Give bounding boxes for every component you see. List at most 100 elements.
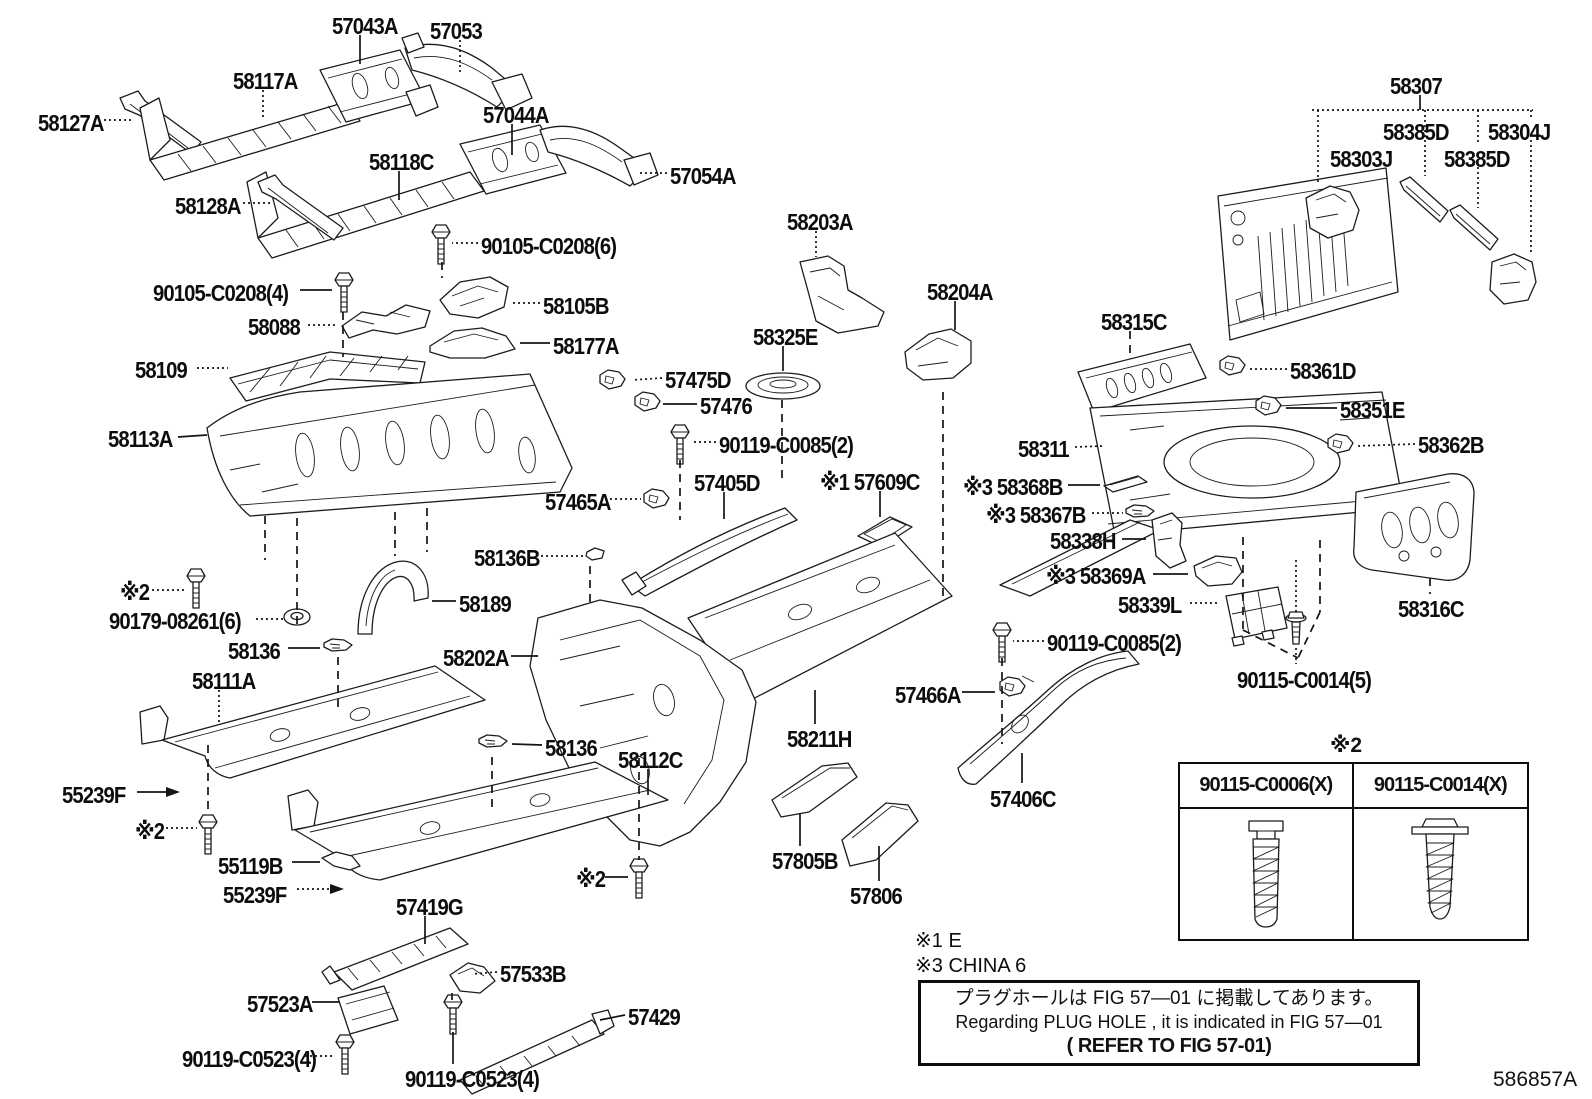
part-58204A-art — [904, 328, 972, 381]
leader-line — [511, 743, 543, 746]
leader-line — [177, 434, 208, 438]
part-label-58385D-51: 58385D — [1383, 119, 1450, 145]
screw-c0006-icon — [1248, 820, 1284, 928]
part-58105B-art — [439, 276, 509, 319]
part-label-358369A-63: ※3 58369A — [1046, 563, 1146, 589]
part-label-58113A-16: 58113A — [108, 426, 173, 452]
part-58136-upper-art — [323, 638, 353, 652]
part-label-58325E-19: 58325E — [753, 324, 818, 350]
part-label-57429-47: 57429 — [628, 1004, 681, 1030]
part-57523A-art — [337, 985, 399, 1035]
part-label-90119C05234-48: 90119-C0523(4) — [182, 1046, 317, 1072]
part-label-90119C00852-39: 90119-C0085(2) — [1047, 630, 1182, 656]
info-line-refer: ( REFER TO FIG 57-01) — [1066, 1034, 1272, 1057]
part-57406C-art — [957, 650, 1140, 785]
bolt-icon — [670, 424, 690, 465]
info-line-jp: プラグホールは FIG 57—01 に掲載してあります。 — [954, 988, 1384, 1010]
part-58136B-art — [585, 547, 605, 561]
part-58369A-art — [1193, 555, 1243, 587]
part-label-58211H-37: 58211H — [787, 726, 852, 752]
part-label-57476-15: 57476 — [700, 393, 753, 419]
part-58339L-art — [1225, 586, 1288, 647]
part-label-58112C-36: 58112C — [618, 747, 683, 773]
part-58211H-art — [687, 532, 953, 704]
part-label-55239F-34: 55239F — [223, 882, 287, 908]
part-label-58136-35: 58136 — [545, 735, 598, 761]
leader-line — [1242, 629, 1299, 659]
part-58338H-art — [1151, 512, 1187, 569]
part-label-57805B-41: 57805B — [772, 848, 839, 874]
fastener-table: 90115-C0006(X) 90115-C0014(X) — [1178, 762, 1529, 941]
part-label-58127A-3: 58127A — [38, 110, 105, 136]
part-58311-art — [999, 391, 1405, 597]
fastener-screw-2 — [1354, 809, 1528, 939]
part-58307-art — [1217, 167, 1399, 341]
part-57054A-art — [539, 125, 659, 187]
fastener-screw-1 — [1180, 809, 1354, 939]
part-label-2-32: ※2 — [135, 818, 165, 844]
part-58203A-art — [799, 255, 885, 334]
part-57405D-art — [621, 507, 798, 597]
part-57053-art — [401, 32, 533, 111]
leader-line — [631, 377, 663, 381]
part-57806-art — [841, 802, 919, 867]
part-label-58316C-65: 58316C — [1398, 596, 1465, 622]
part-58111A-art — [139, 665, 486, 779]
part-label-57053-1: 57053 — [430, 18, 483, 44]
screw-icon — [1285, 611, 1307, 645]
part-label-90179082616-27: 90179-08261(6) — [109, 608, 242, 634]
part-57475D-art — [599, 369, 626, 390]
part-58177A-art — [429, 327, 516, 359]
part-label-58351E-57: 58351E — [1340, 397, 1405, 423]
part-label-55119B-33: 55119B — [218, 853, 283, 879]
part-label-57466A-38: 57466A — [895, 682, 962, 708]
part-label-58109-13: 58109 — [135, 357, 188, 383]
fastener-col-2-header: 90115-C0014(X) — [1353, 764, 1527, 809]
bolt-icon — [443, 994, 463, 1035]
part-58303J-art — [1305, 185, 1360, 239]
part-label-90119C05234-49: 90119-C0523(4) — [405, 1066, 540, 1092]
part-label-58338H-62: 58338H — [1050, 528, 1117, 554]
part-58316C-art — [1353, 473, 1475, 581]
part-label-58202A-29: 58202A — [443, 645, 510, 671]
part-label-58118C-5: 58118C — [369, 149, 434, 175]
part-57805B-art — [771, 762, 858, 818]
bolt-icon — [431, 224, 451, 265]
part-58361D-art — [1219, 355, 1246, 376]
part-label-58088-11: 58088 — [248, 314, 301, 340]
part-58368B-art — [1103, 475, 1148, 493]
part-label-58307-50: 58307 — [1390, 73, 1443, 99]
part-label-58128A-7: 58128A — [175, 193, 242, 219]
leader-line — [599, 1014, 626, 1021]
part-label-57406C-40: 57406C — [990, 786, 1057, 812]
part-57465A-art — [643, 488, 670, 509]
part-label-2-26: ※2 — [120, 579, 150, 605]
part-label-58311-58: 58311 — [1018, 436, 1070, 462]
part-label-157609C-22: ※1 57609C — [820, 469, 920, 495]
bolt-icon — [629, 858, 649, 899]
part-label-58111A-30: 58111A — [192, 668, 256, 694]
part-57419G-art — [321, 927, 469, 991]
part-label-90115C00145-66: 90115-C0014(5) — [1237, 667, 1372, 693]
part-label-57806-42: 57806 — [850, 883, 903, 909]
info-line-en: Regarding PLUG HOLE , it is indicated in… — [955, 1012, 1383, 1033]
part-label-58385D-54: 58385D — [1444, 146, 1511, 172]
part-label-57465A-23: 57465A — [545, 489, 612, 515]
part-label-58189-25: 58189 — [459, 591, 512, 617]
part-58136-lower-art — [478, 734, 508, 748]
part-label-57533B-46: 57533B — [500, 961, 567, 987]
leader-arrowhead — [166, 787, 180, 797]
part-label-57419G-44: 57419G — [396, 894, 464, 920]
part-label-58105B-10: 58105B — [543, 293, 610, 319]
part-label-58362B-59: 58362B — [1418, 432, 1485, 458]
part-label-57043A-0: 57043A — [332, 13, 399, 39]
part-58128A-art — [257, 174, 344, 241]
bolt-icon — [198, 814, 218, 855]
part-label-90105C02084-9: 90105-C0208(4) — [153, 280, 289, 306]
part-label-90105C02086-8: 90105-C0208(6) — [481, 233, 617, 259]
part-label-58361D-56: 58361D — [1290, 358, 1357, 384]
part-label-57054A-6: 57054A — [670, 163, 737, 189]
part-55119B-art — [321, 851, 361, 871]
part-58385D-1-art — [1399, 176, 1449, 223]
